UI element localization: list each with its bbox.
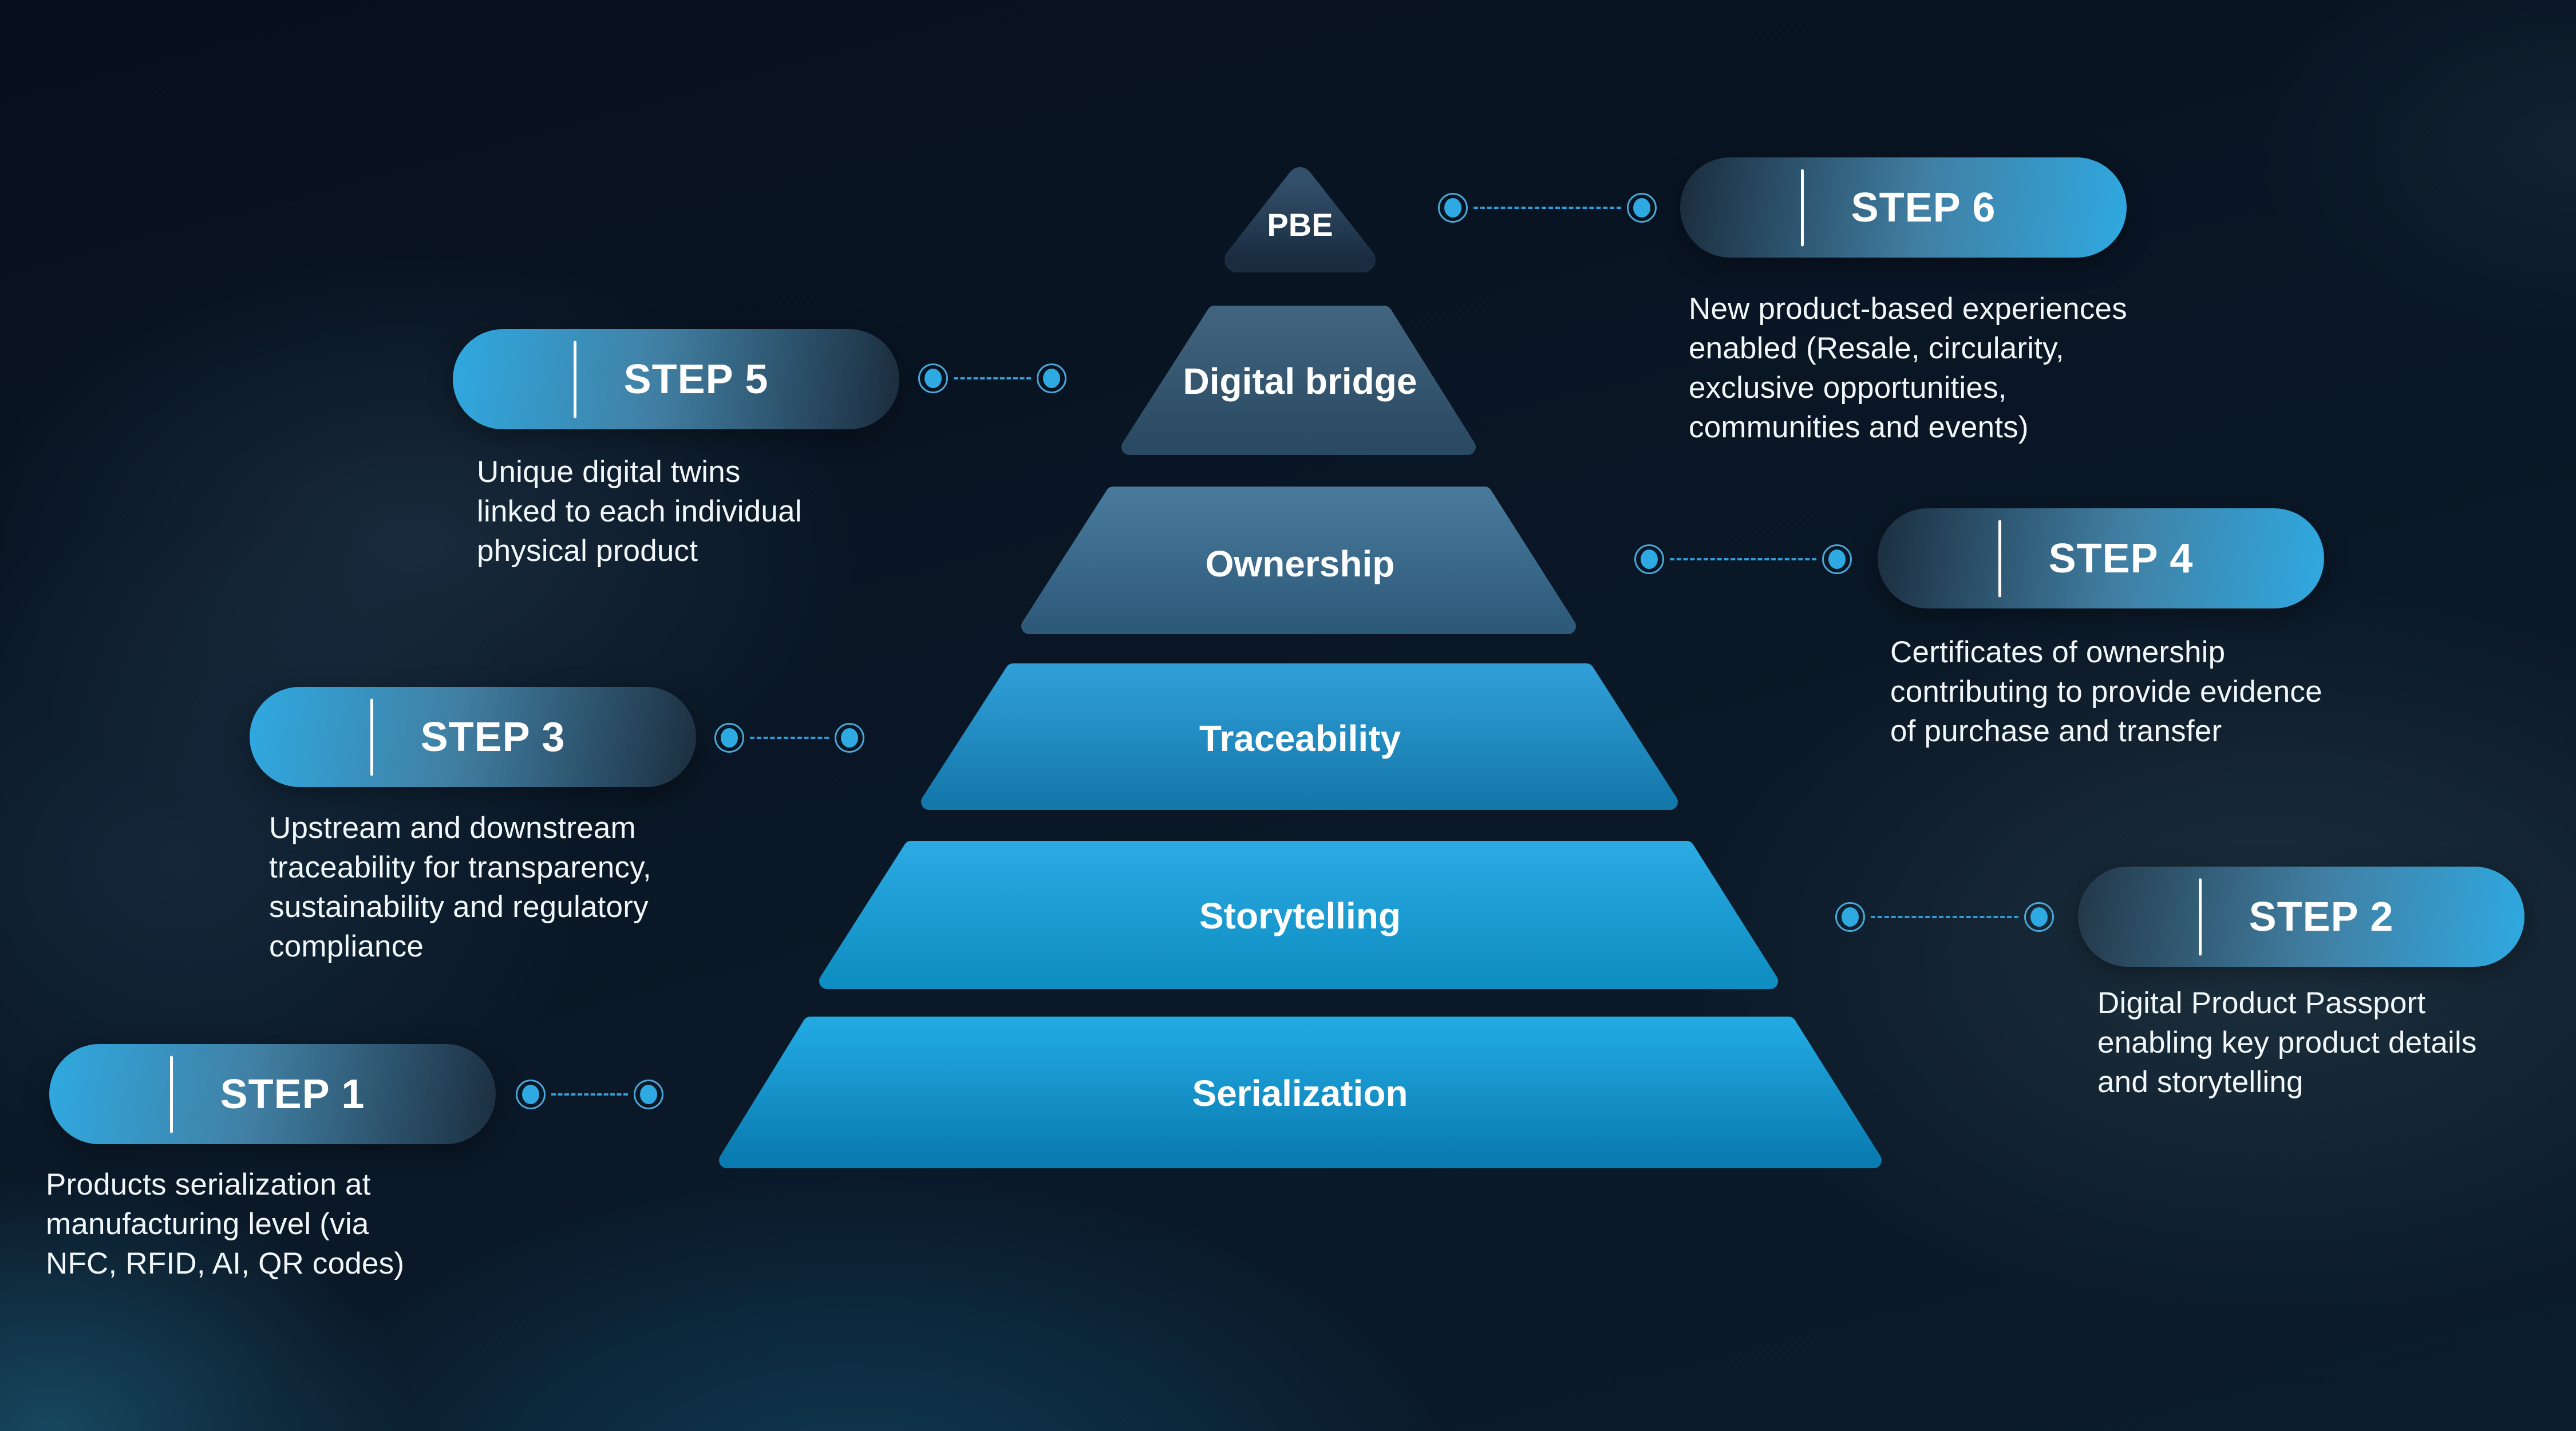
step-2-divider bbox=[2198, 878, 2202, 955]
step-6-label: STEP 6 bbox=[1851, 184, 1996, 231]
tier-traceability-shape bbox=[921, 663, 1678, 810]
connector-dot-icon bbox=[1634, 544, 1664, 574]
step-2-connector bbox=[1835, 902, 2054, 932]
tier-pbe-shape bbox=[1224, 167, 1376, 272]
connector-dot-icon bbox=[714, 723, 744, 753]
dot-core-icon bbox=[2030, 907, 2048, 927]
connector-dot-icon bbox=[516, 1080, 546, 1109]
connector-dashed-line bbox=[1871, 916, 2018, 918]
step-4-connector bbox=[1634, 544, 1852, 574]
step-1-pill: STEP 1 bbox=[49, 1044, 496, 1144]
step-2-pill: STEP 2 bbox=[2078, 867, 2524, 967]
tier-digital-bridge-label: Digital bridge bbox=[1183, 361, 1417, 402]
step-2-label: STEP 2 bbox=[2249, 894, 2394, 940]
step-6-pill: STEP 6 bbox=[1680, 157, 2127, 258]
step-6-divider bbox=[1800, 169, 1804, 246]
dot-core-icon bbox=[1641, 550, 1658, 569]
step-1-divider bbox=[169, 1056, 173, 1133]
step-5-pill: STEP 5 bbox=[453, 329, 899, 429]
connector-dot-icon bbox=[1822, 544, 1852, 574]
dot-core-icon bbox=[1444, 198, 1461, 218]
pyramid-diagram: PBE Digital bridge Ownership Traceabilit… bbox=[719, 167, 1882, 1168]
dot-core-icon bbox=[1043, 369, 1060, 388]
step-3-description: Upstream and downstream traceability for… bbox=[269, 811, 651, 963]
connector-dot-icon bbox=[634, 1080, 663, 1109]
step-4-pill: STEP 4 bbox=[1878, 508, 2324, 608]
tier-ownership-shape bbox=[1021, 487, 1576, 634]
step-3-pill: STEP 3 bbox=[250, 687, 696, 787]
connector-dashed-line bbox=[551, 1093, 628, 1096]
tier-pbe-label: PBE bbox=[1267, 207, 1333, 243]
dot-core-icon bbox=[1842, 907, 1859, 927]
step-5-connector bbox=[918, 363, 1066, 393]
connector-dot-icon bbox=[918, 363, 948, 393]
step-2-description: Digital Product Passport enabling key pr… bbox=[2097, 986, 2477, 1099]
tier-storytelling-label: Storytelling bbox=[1199, 895, 1401, 936]
step-1-label: STEP 1 bbox=[220, 1071, 365, 1117]
connector-dashed-line bbox=[1670, 558, 1816, 560]
connector-dot-icon bbox=[1835, 902, 1865, 932]
step-5-divider bbox=[573, 341, 576, 418]
connector-dot-icon bbox=[1438, 193, 1468, 223]
step-5-label: STEP 5 bbox=[623, 356, 769, 402]
dot-core-icon bbox=[1633, 198, 1650, 218]
tier-ownership-label: Ownership bbox=[1206, 543, 1395, 584]
tier-serialization-shape bbox=[719, 1017, 1882, 1168]
tier-traceability-label: Traceability bbox=[1199, 718, 1401, 759]
step-1-description: Products serialization at manufacturing … bbox=[46, 1168, 405, 1280]
connector-dot-icon bbox=[835, 723, 864, 753]
dot-core-icon bbox=[924, 369, 942, 388]
connector-dashed-line bbox=[1473, 207, 1621, 209]
connector-dot-icon bbox=[1037, 363, 1066, 393]
dot-core-icon bbox=[841, 728, 858, 748]
tier-storytelling-shape bbox=[819, 841, 1778, 989]
step-4-label: STEP 4 bbox=[2048, 535, 2194, 582]
connector-dot-icon bbox=[1627, 193, 1657, 223]
tier-digital-bridge-shape bbox=[1121, 306, 1476, 455]
connector-dashed-line bbox=[750, 737, 829, 739]
step-4-divider bbox=[1998, 520, 2001, 597]
dot-core-icon bbox=[1828, 550, 1846, 569]
connector-dashed-line bbox=[954, 377, 1031, 380]
dot-core-icon bbox=[721, 728, 738, 748]
step-5-description: Unique digital twins linked to each indi… bbox=[477, 455, 802, 568]
step-4-description: Certificates of ownership contributing t… bbox=[1890, 635, 2322, 748]
step-6-description: New product-based experiences enabled (R… bbox=[1689, 292, 2127, 444]
step-3-divider bbox=[370, 698, 373, 776]
step-1-connector bbox=[516, 1080, 663, 1109]
tier-serialization-label: Serialization bbox=[1192, 1073, 1408, 1114]
connector-dot-icon bbox=[2024, 902, 2054, 932]
step-6-connector bbox=[1438, 193, 1657, 223]
dot-core-icon bbox=[522, 1085, 539, 1104]
step-3-label: STEP 3 bbox=[420, 714, 566, 760]
step-3-connector bbox=[714, 723, 864, 753]
dot-core-icon bbox=[640, 1085, 657, 1104]
